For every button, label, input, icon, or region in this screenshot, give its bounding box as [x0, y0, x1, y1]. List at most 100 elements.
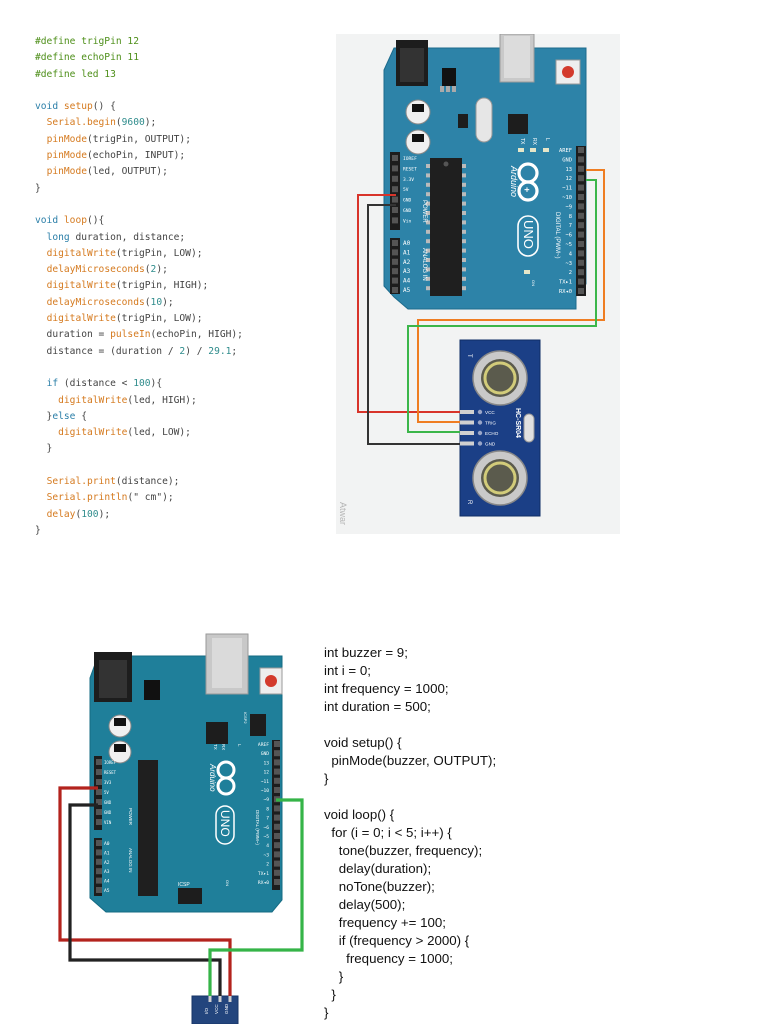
- svg-text:+: +: [522, 187, 532, 192]
- pin-label: A0: [403, 240, 411, 247]
- header-pin: [392, 287, 398, 293]
- code-token: );: [144, 117, 157, 129]
- header-pin: [274, 879, 280, 885]
- code-token: (trigPin, LOW);: [115, 313, 203, 325]
- code-token: }: [35, 443, 53, 455]
- wire-5v-red-2: [58, 786, 232, 996]
- code-token: (led, OUTPUT);: [87, 166, 168, 178]
- code-token: long: [46, 231, 70, 243]
- code-line: #define led 13: [35, 67, 325, 83]
- chip-leg: [462, 276, 466, 281]
- svg-text:POWER: POWER: [128, 808, 133, 826]
- code-token: (led, HIGH);: [127, 394, 197, 406]
- chip-leg: [426, 239, 430, 244]
- code-line: digitalWrite(trigPin, HIGH);: [35, 278, 325, 294]
- code-token: distance = (duration /: [35, 345, 180, 357]
- reset-button: [555, 59, 581, 85]
- code-token: [35, 297, 47, 308]
- header-pin: [392, 175, 398, 182]
- code-line: }: [35, 441, 325, 457]
- code-line: long duration, distance;: [35, 230, 325, 246]
- code-token: {: [75, 410, 87, 422]
- header-pin: [578, 288, 584, 294]
- chip-leg: [462, 286, 466, 291]
- code-line: pinMode(led, OUTPUT);: [35, 164, 325, 180]
- code-line: distance = (duration / 2) / 29.1;: [35, 344, 325, 360]
- header-pin: [578, 241, 584, 247]
- code-token: else: [52, 410, 76, 422]
- pin-label: 2: [569, 270, 572, 276]
- code-token: }: [35, 524, 41, 536]
- code-line: digitalWrite(trigPin, LOW);: [35, 311, 325, 327]
- sensor-pin-pad: [477, 420, 483, 425]
- code-token: (: [144, 296, 151, 308]
- svg-text:TX: TX: [213, 744, 218, 750]
- code-token: #define echoPin 11: [35, 52, 139, 64]
- code-token: ){: [150, 378, 163, 390]
- chip-leg: [462, 201, 466, 206]
- svg-text:ANALOG IN: ANALOG IN: [128, 848, 133, 873]
- code-token: [35, 134, 47, 145]
- pin-label: 3.3V: [403, 177, 414, 183]
- module-pin: [218, 996, 222, 1002]
- pin-label: 5V: [403, 187, 409, 193]
- code-token: );: [98, 508, 111, 520]
- pin-label: ~5: [263, 834, 269, 840]
- code-line: delayMicroseconds(2);: [35, 262, 325, 278]
- chip-leg: [426, 173, 430, 178]
- code-line: digitalWrite(led, HIGH);: [35, 393, 325, 409]
- pin-label: A3: [403, 268, 411, 275]
- pin-label: A4: [403, 278, 411, 285]
- code-line: [35, 197, 325, 213]
- code-line: }: [324, 987, 336, 1002]
- chip-leg: [426, 286, 430, 291]
- wire-pin9-green-2: [208, 798, 304, 996]
- code-line: pinMode(buzzer, OUTPUT);: [324, 753, 497, 768]
- code-token: 29.1: [208, 345, 232, 357]
- code-token: (: [75, 508, 82, 520]
- chip-leg: [462, 229, 466, 234]
- module-pin: [208, 996, 212, 1002]
- header-pin: [274, 860, 280, 867]
- code-line: void loop(){: [35, 213, 325, 229]
- code-token: 100: [81, 508, 99, 520]
- digital-label: DIGITAL (PWM~): [554, 212, 560, 259]
- code-token: delayMicroseconds: [46, 264, 145, 276]
- chip-leg: [462, 220, 466, 225]
- header-pin: [392, 196, 398, 203]
- pin-label: IOREF: [104, 760, 117, 765]
- code-line: void setup() {: [324, 735, 402, 750]
- svg-text:UNO: UNO: [218, 810, 232, 837]
- l-label: L: [544, 138, 550, 141]
- pin-label: RX◂0: [559, 289, 572, 295]
- code-line: duration = pulseIn(echoPin, HIGH);: [35, 327, 325, 343]
- code-line: int buzzer = 9;: [324, 645, 408, 660]
- module-pin-label: GND: [224, 1003, 229, 1014]
- on-label: ON: [531, 280, 536, 286]
- code-token: [35, 280, 47, 291]
- code-token: duration =: [35, 329, 111, 341]
- code-line: if (frequency > 2000) {: [324, 933, 470, 948]
- code-line: frequency += 100;: [324, 915, 446, 930]
- chip-leg: [462, 164, 466, 168]
- header-pin: [274, 741, 280, 747]
- pin-label: A2: [403, 259, 411, 266]
- module-pin: [228, 996, 232, 1002]
- pin-label: GND: [104, 810, 112, 815]
- code-line: }: [324, 969, 344, 984]
- code-line: delayMicroseconds(10);: [35, 295, 325, 311]
- chip-leg: [426, 182, 430, 187]
- code-line: }: [35, 523, 325, 539]
- chip-leg: [426, 248, 430, 253]
- sensor-pin-label: ECHO: [485, 431, 499, 436]
- header-pin: [392, 165, 398, 172]
- code-line: }: [324, 1005, 329, 1020]
- header-pin: [96, 858, 102, 865]
- pin-label: 7: [266, 816, 269, 822]
- uno-logo: UNO: [517, 215, 539, 257]
- wire-gnd-black: [367, 204, 460, 445]
- header-pin: [578, 165, 584, 172]
- header-pin: [96, 819, 102, 825]
- header-pin: [392, 207, 398, 213]
- code-token: #define trigPin 12: [35, 36, 139, 47]
